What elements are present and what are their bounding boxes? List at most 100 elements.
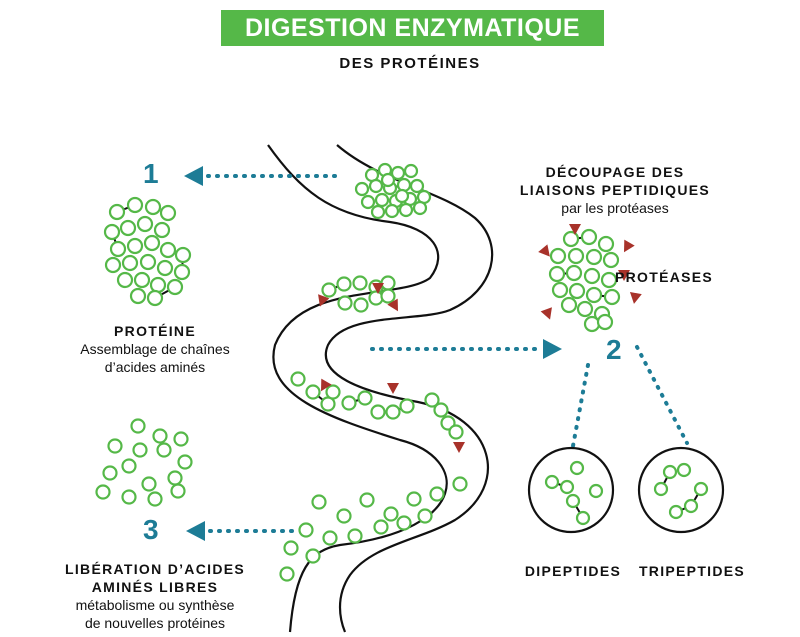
amino-acid	[683, 498, 699, 514]
amino-acid	[569, 460, 585, 476]
protease-marker	[387, 383, 399, 394]
protein-label: PROTÉINE Assemblage de chaînes d’acides …	[55, 322, 255, 376]
amino-acid	[119, 219, 137, 237]
amino-acid	[129, 287, 147, 305]
amino-acid	[347, 528, 363, 544]
amino-acid	[562, 230, 580, 248]
amino-acid	[576, 300, 594, 318]
amino-acid	[360, 194, 376, 210]
amino-acid	[144, 198, 162, 216]
amino-acid	[177, 454, 193, 470]
protein-description-line-1: Assemblage de chaînes	[80, 341, 230, 357]
amino-acid	[399, 398, 415, 414]
amino-acid	[149, 276, 167, 294]
release-description-line-1: métabolisme ou synthèse	[75, 597, 235, 613]
proteases-label: PROTÉASES	[615, 269, 714, 285]
amino-acid	[370, 404, 386, 420]
cleavage-title-line-1: DÉCOUPAGE DES	[545, 164, 685, 180]
amino-acid	[305, 384, 321, 400]
amino-acid	[583, 267, 601, 285]
amino-acid	[662, 464, 678, 480]
intestine-tube	[267, 144, 494, 633]
amino-acid	[108, 203, 126, 221]
amino-acid	[152, 428, 168, 444]
protein-molecule-in-gut	[354, 162, 432, 220]
amino-acid	[153, 221, 171, 239]
amino-acid	[341, 395, 357, 411]
amino-acid	[352, 275, 368, 291]
protease-marker	[540, 307, 552, 320]
amino-acid	[583, 315, 601, 333]
amino-acid	[156, 259, 174, 277]
arrow-to-step-1	[184, 166, 337, 186]
amino-acid	[549, 247, 567, 265]
amino-acid	[325, 384, 341, 400]
amino-acid	[448, 424, 464, 440]
cleavage-title-line-2: LIAISONS PEPTIDIQUES	[519, 182, 711, 198]
amino-acid	[588, 483, 604, 499]
amino-acid	[357, 390, 373, 406]
protease-marker	[372, 283, 384, 294]
intestine-inner-wall	[324, 144, 494, 633]
amino-acid	[559, 479, 575, 495]
amino-acid	[396, 515, 412, 531]
amino-acid	[354, 181, 370, 197]
amino-acid	[336, 276, 352, 292]
cleavage-description: par les protéases	[561, 200, 669, 216]
dipeptide-molecules	[544, 460, 604, 526]
amino-acid	[174, 246, 192, 264]
amino-acid	[102, 465, 118, 481]
amino-acid	[173, 431, 189, 447]
arrow-to-step-3	[186, 521, 294, 541]
amino-acid	[390, 165, 406, 181]
protease-marker	[569, 224, 581, 235]
amino-acid	[159, 204, 177, 222]
amino-acid	[668, 504, 684, 520]
amino-acid	[380, 288, 396, 304]
amino-acid	[368, 178, 384, 194]
amino-acid	[121, 489, 137, 505]
page-subtitle: DES PROTÉINES	[339, 55, 481, 72]
amino-acid	[305, 548, 321, 564]
amino-acid	[337, 295, 353, 311]
amino-acid	[385, 404, 401, 420]
tripeptide-molecules	[653, 462, 709, 520]
protease-markers	[318, 224, 642, 453]
amino-acid	[359, 492, 375, 508]
amino-acid	[298, 522, 314, 538]
protease-marker	[538, 244, 550, 257]
step-number-2: 2	[606, 334, 622, 365]
title-banner: DIGESTION ENZYMATIQUE	[221, 10, 604, 46]
amino-acid	[403, 163, 419, 179]
amino-acid	[597, 235, 615, 253]
amino-acid	[336, 508, 352, 524]
dipeptides-label: DIPEPTIDES	[524, 563, 622, 579]
amino-acid	[166, 278, 184, 296]
amino-acid	[132, 442, 148, 458]
amino-acid	[159, 241, 177, 259]
amino-acid	[653, 481, 669, 497]
amino-acid	[398, 202, 414, 218]
amino-acid	[170, 483, 186, 499]
tripeptides-label: TRIPEPTIDES	[638, 563, 746, 579]
amino-acid	[600, 271, 618, 289]
dipeptides-bubble	[527, 446, 615, 534]
amino-acid	[147, 491, 163, 507]
amino-acid	[136, 215, 154, 233]
amino-acid	[452, 476, 468, 492]
amino-acid	[121, 254, 139, 272]
amino-acid	[103, 223, 121, 241]
amino-acid	[406, 491, 422, 507]
release-description-line-2: de nouvelles protéines	[84, 615, 226, 631]
intestine-outer-wall	[267, 144, 448, 633]
amino-acid	[107, 438, 123, 454]
amino-acid	[575, 510, 591, 526]
amino-acid	[429, 486, 445, 502]
peptide-chains-in-gut	[290, 275, 464, 440]
protease-marker	[453, 442, 465, 453]
amino-acid	[693, 481, 709, 497]
step-number-1: 1	[143, 158, 159, 189]
page-title: DIGESTION ENZYMATIQUE	[244, 13, 581, 42]
amino-acid	[380, 172, 396, 188]
protease-marker	[618, 270, 630, 281]
